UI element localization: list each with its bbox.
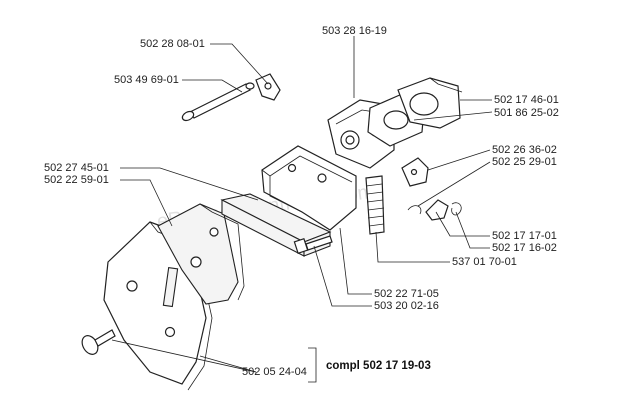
part-label-502-17-16-02: 502 17 16-02 — [492, 242, 557, 254]
throttle-link-parts — [407, 199, 462, 221]
part-label-501-86-25-02: 501 86 25-02 — [494, 107, 559, 119]
part-label-502-27-45-01: 502 27 45-01 — [44, 162, 109, 174]
intake-manifold — [397, 77, 463, 129]
choke-lever — [401, 157, 429, 187]
part-label-503-20-02-16: 503 20 02-16 — [374, 300, 439, 312]
part-label-502-22-59-01: 502 22 59-01 — [44, 174, 109, 186]
part-label-502-25-29-01: 502 25 29-01 — [492, 156, 557, 168]
leader-lines — [111, 36, 493, 383]
part-label-503-28-16-19: 503 28 16-19 — [322, 25, 387, 37]
long-screw — [181, 82, 255, 122]
part-label-502-28-08-01: 502 28 08-01 — [140, 38, 205, 50]
part-label-502-22-71-05: 502 22 71-05 — [374, 288, 439, 300]
kit-label: compl 502 17 19-03 — [326, 360, 431, 372]
part-label-502-17-17-01: 502 17 17-01 — [492, 230, 557, 242]
cover-knob — [81, 329, 116, 355]
mounting-screw — [293, 235, 333, 255]
part-label-502-17-46-01: 502 17 46-01 — [494, 94, 559, 106]
part-label-537-01-70-01: 537 01 70-01 — [452, 256, 517, 268]
impulse-hose — [365, 175, 385, 235]
bracket — [255, 73, 281, 101]
part-label-502-05-24-04: 502 05 24-04 — [242, 366, 307, 378]
air-filter-holder — [261, 145, 357, 231]
air-filter-element — [157, 203, 245, 305]
part-label-502-26-36-02: 502 26 36-02 — [492, 144, 557, 156]
part-label-503-49-69-01: 503 49 69-01 — [114, 74, 179, 86]
